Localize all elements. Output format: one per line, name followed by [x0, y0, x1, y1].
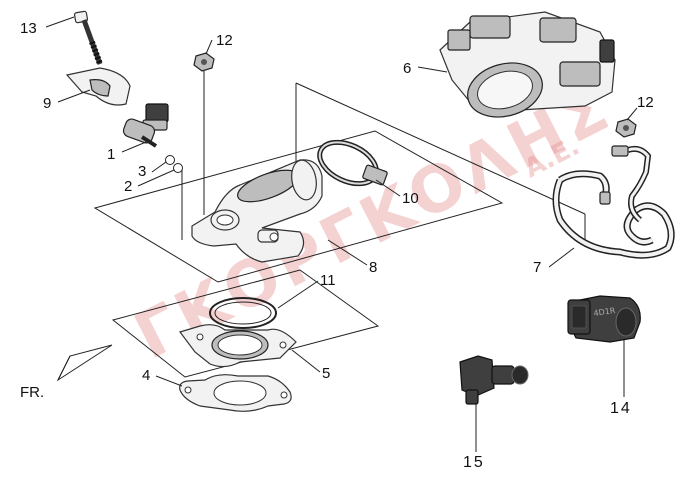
sensor-15 — [459, 355, 529, 405]
callout-10: 10 — [402, 190, 419, 207]
assembly-planes — [93, 68, 586, 378]
callout-3: 3 — [138, 163, 146, 180]
callout-7: 7 — [533, 259, 541, 276]
bracket-9 — [65, 67, 131, 106]
callout-11: 11 — [320, 272, 336, 289]
callout-2: 2 — [124, 178, 132, 195]
callout-1: 1 — [107, 146, 115, 163]
callout-4: 4 — [142, 367, 150, 384]
leader-lines — [45, 16, 638, 452]
callout-14: 14 — [610, 400, 632, 417]
sensor-14: 4D1R — [567, 295, 641, 343]
direction-label: FR. — [20, 384, 44, 401]
callout-labels: 13 12 9 1 3 2 6 12 10 8 7 11 5 4 14 15 — [20, 20, 654, 471]
o-rings — [165, 155, 183, 173]
hose-clamp-10 — [317, 139, 388, 187]
callout-13: 13 — [20, 20, 37, 37]
direction-arrow — [56, 344, 113, 382]
intake-manifold-8 — [191, 159, 323, 263]
wiring-harness-7 — [552, 145, 675, 259]
bolt-13 — [73, 10, 103, 66]
callout-8: 8 — [369, 259, 377, 276]
callout-15: 15 — [463, 454, 485, 471]
callout-9: 9 — [43, 95, 51, 112]
sensor-marking: 4D1R — [593, 306, 616, 318]
throttle-body-6 — [439, 11, 616, 118]
callout-6: 6 — [403, 60, 411, 77]
callout-12-left: 12 — [216, 32, 233, 49]
callout-12-right: 12 — [637, 94, 654, 111]
gasket-4 — [179, 374, 292, 412]
callout-5: 5 — [322, 365, 330, 382]
nut-12-left — [193, 52, 215, 72]
injector-1 — [122, 103, 169, 148]
ring-11 — [209, 297, 277, 329]
insulator-5 — [179, 324, 297, 368]
